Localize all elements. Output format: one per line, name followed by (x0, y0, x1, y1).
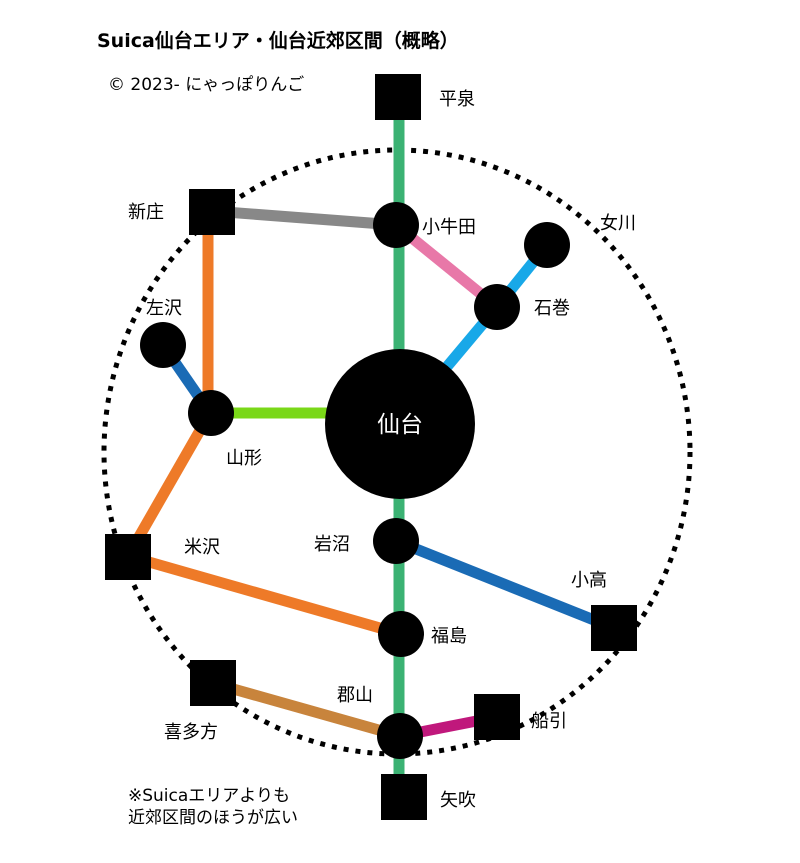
station-kitakata-label: 喜多方 (164, 722, 218, 743)
map-title: Suica仙台エリア・仙台近郊区間（概略） (97, 30, 459, 52)
station-funehiki-marker (474, 694, 520, 740)
station-yabuki-label: 矢吹 (440, 790, 476, 811)
station-fukushima-label: 福島 (431, 626, 467, 647)
station-hiraizumi-marker (375, 74, 421, 120)
stations (105, 74, 637, 820)
station-ushida-label: 小牛田 (422, 217, 476, 238)
rail-lines (123, 100, 617, 795)
station-koriyama-label: 郡山 (337, 685, 373, 706)
station-sazawa-label: 左沢 (146, 298, 182, 319)
station-yamagata-label: 山形 (226, 448, 262, 469)
station-ishinomaki-label: 石巻 (534, 298, 570, 319)
footnote: ※Suicaエリアよりも 近郊区間のほうが広い (128, 785, 298, 829)
station-yonezawa-marker (105, 534, 151, 580)
station-odaka-label: 小高 (571, 570, 607, 591)
station-kitakata-marker (190, 660, 236, 706)
station-fukushima-marker (378, 611, 424, 657)
station-onagawa-label: 女川 (600, 213, 636, 234)
station-iwanuma-marker (373, 518, 419, 564)
station-labels: 平泉 新庄 小牛田 女川 石巻 左沢 山形 仙台 岩沼 米沢 小高 福島 郡山 … (128, 89, 636, 811)
line-banetsu-west (210, 677, 402, 742)
station-funehiki-label: 船引 (531, 711, 567, 732)
line-ou-yonezawa (123, 410, 215, 559)
station-yonezawa-label: 米沢 (184, 537, 220, 558)
line-rikuu-east (211, 205, 397, 231)
station-odaka-marker (591, 605, 637, 651)
station-iwanuma-label: 岩沼 (314, 534, 350, 555)
station-hiraizumi-label: 平泉 (439, 89, 475, 110)
station-ishinomaki-marker (474, 284, 520, 330)
station-sendai-label: 仙台 (377, 412, 423, 438)
station-sendai-marker (325, 349, 475, 499)
station-ushida-marker (373, 202, 419, 248)
station-sazawa-marker (140, 322, 186, 368)
station-yabuki-marker (381, 774, 427, 820)
line-joban (393, 535, 617, 634)
station-shinjo-marker (189, 189, 235, 235)
line-ou-fukushima (126, 550, 403, 640)
station-koriyama-marker (377, 713, 423, 759)
suburban-area-boundary (101, 147, 693, 757)
station-shinjo-label: 新庄 (128, 202, 164, 223)
footnote-line-2: 近郊区間のほうが広い (128, 808, 298, 828)
copyright-notice: © 2023- にゃっぽりんご (108, 75, 305, 95)
station-onagawa-marker (524, 222, 570, 268)
footnote-line-1: ※Suicaエリアよりも (128, 786, 290, 806)
station-yamagata-marker (188, 390, 234, 436)
